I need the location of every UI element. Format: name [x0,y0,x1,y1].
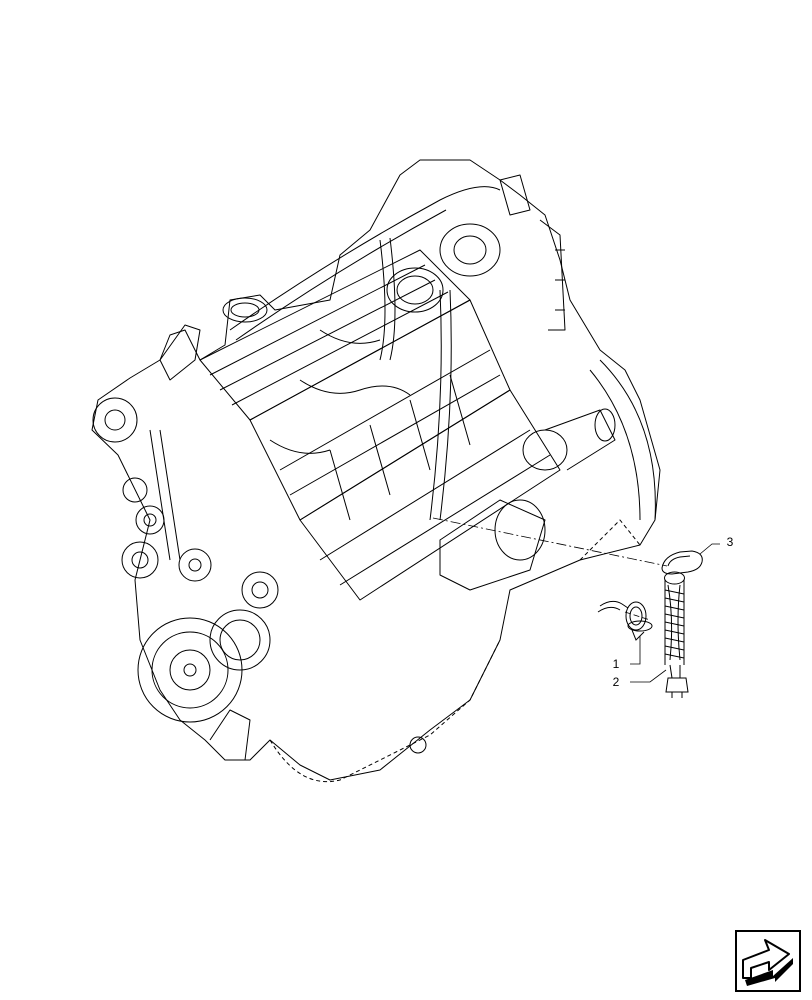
callout-2: 2 [613,675,620,689]
installation-line [432,517,668,567]
block-heater-part [597,600,653,641]
callout-1: 1 [613,657,620,671]
cap-part [661,550,703,575]
next-page-arrow-icon[interactable] [735,930,801,992]
callout-3: 3 [727,535,734,549]
heater-cord-part [664,571,689,698]
engine-illustration [91,159,661,783]
leader-lines [630,543,720,683]
